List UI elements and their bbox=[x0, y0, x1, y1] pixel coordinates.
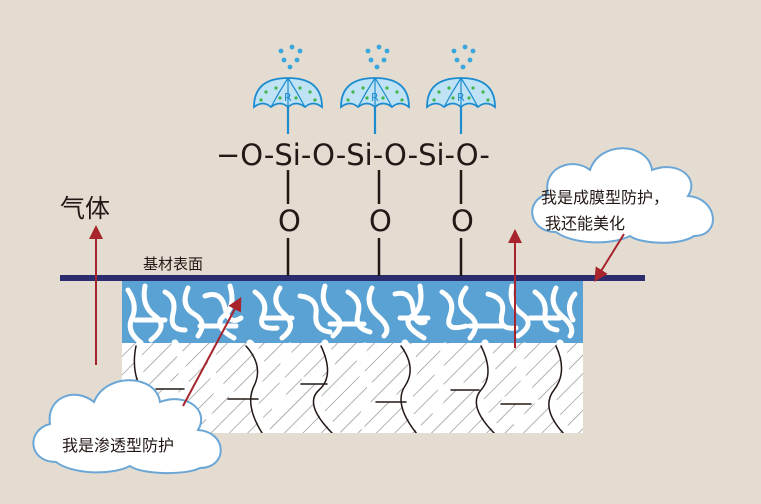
oxygen-label-1: O bbox=[278, 204, 301, 238]
umbrella-mark-1: R bbox=[284, 91, 292, 104]
siloxane-chain: −O-Si-O-Si-O-Si-O- bbox=[216, 138, 490, 172]
film-pointer bbox=[594, 233, 625, 282]
umbrella-mark-3: R bbox=[457, 91, 465, 104]
rain-drops-icon bbox=[451, 44, 476, 70]
cloud-top-right-icon bbox=[531, 147, 714, 244]
umbrella-mark-2: R bbox=[371, 91, 379, 104]
rain-drops-icon bbox=[365, 44, 390, 70]
film-protection-label-line2: 我还能美化 bbox=[545, 214, 626, 233]
oxygen-label-3: O bbox=[451, 204, 474, 238]
substrate-surface-label: 基材表面 bbox=[143, 255, 204, 273]
oxygen-label-2: O bbox=[369, 204, 392, 238]
umbrella-3 bbox=[426, 44, 496, 134]
umbrella-icon bbox=[253, 77, 323, 134]
substrate bbox=[122, 281, 583, 433]
gas-label: 气体 bbox=[60, 194, 111, 223]
penetration-pointer bbox=[182, 296, 242, 407]
film-protection-label-line1: 我是成膜型防护， bbox=[541, 188, 670, 207]
umbrella-icon bbox=[340, 77, 410, 134]
penetration-protection-label: 我是渗透型防护 bbox=[62, 436, 175, 455]
arrows bbox=[89, 225, 625, 407]
siloxane-bonds bbox=[286, 170, 463, 276]
umbrella-1 bbox=[253, 44, 323, 134]
rain-drops-icon bbox=[278, 44, 303, 70]
umbrella-icon bbox=[426, 77, 496, 134]
umbrella-2 bbox=[340, 44, 410, 134]
umbrella-group bbox=[253, 44, 496, 134]
